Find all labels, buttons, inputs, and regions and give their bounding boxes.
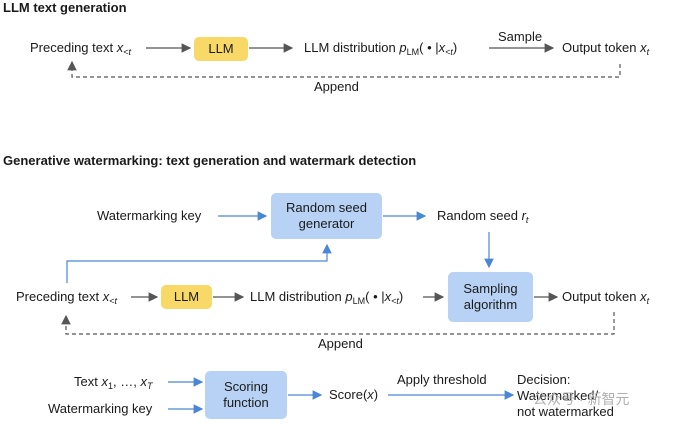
watermarking-key-label: Watermarking key (97, 208, 202, 223)
preceding-text-label: Preceding text x<t (16, 289, 117, 306)
score-label: Score(x) (329, 387, 378, 402)
sampling-algorithm-box: Sampling algorithm (448, 272, 533, 322)
output-token-label: Output token xt (562, 289, 649, 306)
lm-subscript: LM (352, 296, 366, 306)
scoring-function-box: Scoring function (205, 371, 287, 419)
t-subscript: t (646, 296, 650, 306)
output-token-word: Output token (562, 40, 637, 55)
decision-watermarked: Watermarked/ (517, 388, 599, 403)
append-label: Append (318, 336, 363, 351)
x-variable: x (116, 40, 124, 55)
T-subscript: T (146, 381, 153, 391)
preceding-text-word: Preceding text (16, 289, 100, 304)
output-token-word: Output token (562, 289, 637, 304)
x-variable: x (438, 40, 446, 55)
ellipsis: , …, (112, 374, 141, 389)
score-suffix: ) (373, 387, 379, 402)
decision-not-watermarked: not watermarked (517, 404, 614, 419)
p-variable: p (399, 40, 407, 55)
section-title-llm-generation: LLM text generation (3, 0, 127, 15)
xT-variable: x (140, 374, 147, 389)
dist-args-open: ( • | (419, 40, 439, 55)
section-title-watermarking: Generative watermarking: text generation… (3, 153, 417, 168)
dist-args-open: ( • | (365, 289, 385, 304)
x-variable: x (384, 289, 392, 304)
llm-distribution-word: LLM distribution (250, 289, 342, 304)
lt-subscript: <t (391, 296, 399, 306)
dist-args-close: ) (452, 40, 458, 55)
decision-label: Decision: Watermarked/ not watermarked (517, 372, 614, 420)
sample-label: Sample (498, 29, 543, 44)
p-variable: p (345, 289, 353, 304)
x1-variable: x (101, 374, 108, 389)
lt-subscript: <t (109, 296, 117, 306)
llm-distribution-word: LLM distribution (304, 40, 396, 55)
lt-subscript: <t (123, 47, 131, 57)
x-variable: x (640, 40, 647, 55)
decision-heading: Decision: (517, 372, 571, 387)
x-variable: x (102, 289, 110, 304)
random-seed-label: Random seed rt (437, 208, 528, 225)
text-sequence-label: Text x1, …, xT (74, 374, 152, 391)
random-seed-word: Random seed (437, 208, 518, 223)
preceding-text-word: Preceding text (30, 40, 114, 55)
llm-box: LLM (161, 285, 212, 309)
preceding-text-label: Preceding text x<t (30, 40, 131, 57)
apply-threshold-label: Apply threshold (397, 372, 487, 387)
llm-distribution-label: LLM distribution pLM( • |x<t) (250, 289, 403, 306)
text-word: Text (74, 374, 98, 389)
x1-subscript: 1 (107, 381, 113, 391)
random-seed-generator-box: Random seed generator (271, 193, 382, 239)
r-variable: r (521, 208, 526, 223)
score-x-variable: x (367, 387, 374, 402)
t-subscript: t (646, 47, 650, 57)
overlay-watermark-logo: 公众号 · 新智元 (533, 391, 630, 407)
x-variable: x (640, 289, 647, 304)
t-subscript: t (525, 215, 529, 225)
dist-args-close: ) (398, 289, 404, 304)
llm-distribution-label: LLM distribution pLM( • |x<t) (304, 40, 457, 57)
watermarking-key-label: Watermarking key (48, 401, 153, 416)
output-token-label: Output token xt (562, 40, 649, 57)
append-label: Append (314, 79, 359, 94)
llm-box: LLM (194, 37, 248, 61)
score-prefix: Score( (329, 387, 368, 402)
lm-subscript: LM (406, 47, 420, 57)
lt-subscript: <t (445, 47, 453, 57)
